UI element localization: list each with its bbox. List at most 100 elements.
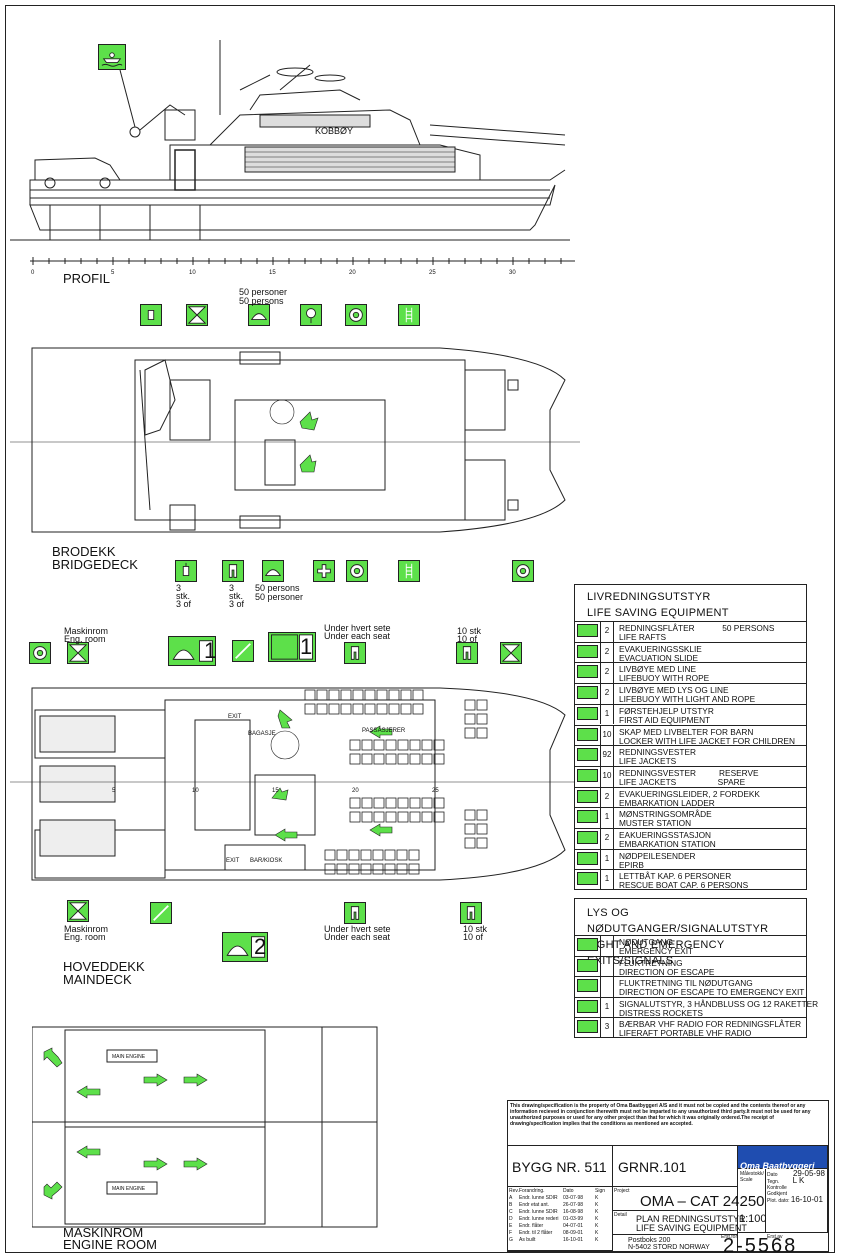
legend-qty: 1 — [600, 808, 614, 828]
engine-room-plan: MAIN ENGINE MAIN ENGINE — [32, 1026, 378, 1228]
legend-text: SIGNALUTSTYR, 3 HÅNDBLUSS OG 12 RAKETTER… — [619, 998, 819, 1018]
ladder-icon — [398, 560, 420, 582]
room-label: BAR/KIOSK — [250, 858, 282, 864]
lifebuoy-rope-icon — [577, 665, 598, 679]
muster-station-icon — [577, 810, 598, 824]
scale-tick: 0 — [31, 270, 35, 276]
epirb-icon — [140, 304, 162, 326]
meta-labels: Dato 29-05-98 Tegn. L K Kontrolle Godkje… — [767, 1169, 825, 1205]
drawing-frame — [5, 5, 835, 1253]
muster-station-icon — [268, 632, 316, 662]
life-jacket-icon — [344, 902, 366, 924]
ship-name: KOBBØY — [315, 126, 353, 136]
lifebuoy-rope-icon — [512, 560, 534, 582]
room-label: BAGASJE — [248, 731, 276, 737]
legend-qty: 2 — [600, 829, 614, 849]
child-jacket-icon — [460, 902, 482, 924]
rescue-boat-icon — [577, 872, 598, 886]
legend-title-no: LIVREDNINGSUTSTYR — [587, 591, 711, 603]
legend-qty: 2 — [600, 684, 614, 704]
engine-label: MAIN ENGINE — [112, 1186, 146, 1192]
distress-rocket-icon — [577, 999, 598, 1013]
lifesaving-legend: LIVREDNINGSUTSTYR LIFE SAVING EQUIPMENT … — [574, 584, 807, 891]
main-deck-plan: BAGASJE PASSASJERER BAR/KIOSK EXIT EXIT … — [10, 687, 580, 881]
frame-number: 15 — [272, 788, 279, 794]
distress-rocket-icon — [300, 304, 322, 326]
child-jacket-icon — [456, 642, 478, 664]
evacuation-slide-icon — [232, 640, 254, 662]
legend-qty: 1 — [600, 704, 614, 725]
child-jacket-icon — [577, 727, 598, 741]
legend-qty — [600, 956, 614, 976]
exits-legend: LYS OG NØDUTGANGER/SIGNALUTSTYR LIGHT AN… — [574, 898, 819, 1038]
station-number: 2 — [254, 934, 267, 959]
lifebuoy-rope-icon — [29, 642, 51, 664]
lifebuoy-light-icon — [346, 560, 368, 582]
scale-label: Målestokk/ Scale — [740, 1171, 764, 1183]
escape-exit-direction-icon — [577, 979, 598, 992]
first-aid-icon — [313, 560, 335, 582]
vhf-radio-icon — [577, 1020, 598, 1033]
profile-title: PROFIL — [63, 271, 110, 286]
station-number: 1 — [300, 634, 313, 659]
frame-number: 20 — [352, 788, 359, 794]
drawing-number: 2-5568 — [723, 1235, 798, 1257]
grnr: GRNR.101 — [618, 1159, 687, 1175]
legend-qty: 92 — [600, 746, 614, 766]
frame-number: 25 — [432, 788, 439, 794]
legend-qty: 1 — [600, 997, 614, 1017]
emergency-exit-icon — [500, 642, 522, 664]
legend-qty: 2 — [600, 663, 614, 684]
erst-for-label: Erst.for — [721, 1234, 738, 1240]
bygg-number: BYGG NR. 511 — [512, 1159, 607, 1175]
scale-tick: 20 — [349, 270, 356, 276]
emergency-exit-icon — [577, 938, 598, 951]
embarkation-station-icon — [168, 636, 216, 666]
exit-label: EXIT — [228, 714, 242, 720]
embarkation-station-icon — [222, 932, 268, 962]
frame-number: 5 — [112, 788, 116, 794]
lifebuoy-light-icon — [345, 304, 367, 326]
project-name: OMA – CAT 24250 — [640, 1193, 765, 1210]
room-label: PASSASJERER — [362, 728, 406, 734]
detail-label: Detail — [614, 1212, 627, 1218]
first-aid-icon — [577, 706, 598, 720]
scale-tick: 25 — [429, 270, 436, 276]
legend-qty: 2 — [600, 622, 614, 642]
legend-title-en: LIGHT AND EMERGENCY EXITS/SIGNALS — [587, 939, 725, 967]
bridge-deck-plan — [10, 347, 580, 533]
